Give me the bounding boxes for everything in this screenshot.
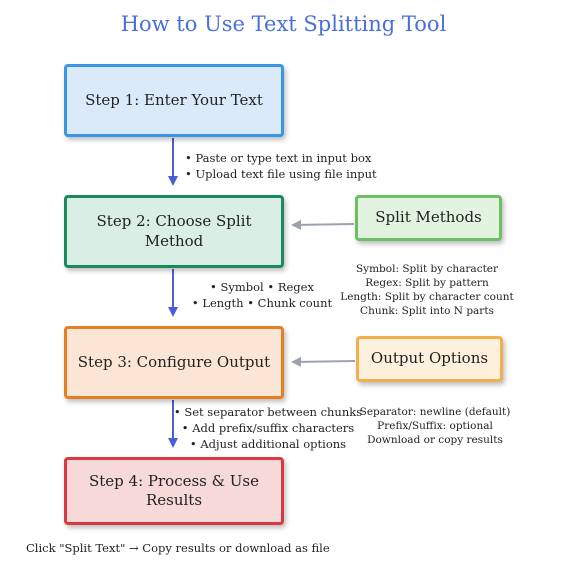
output-options-label: Output Options bbox=[370, 349, 489, 368]
output-options-box: Output Options bbox=[356, 336, 503, 382]
step1-note: • Upload text file using file input bbox=[185, 167, 377, 181]
step1-note: • Paste or type text in input box bbox=[185, 151, 372, 165]
split-methods-details: Symbol: Split by character Regex: Split … bbox=[337, 262, 517, 318]
step4-label: Step 4: Process & Use Results bbox=[89, 471, 259, 510]
step2-notes: • Symbol • Regex • Length • Chunk count bbox=[187, 279, 337, 311]
step4-box: Step 4: Process & Use Results bbox=[64, 457, 284, 525]
output-option-detail: Prefix/Suffix: optional bbox=[377, 420, 493, 432]
split-method-detail: Symbol: Split by character bbox=[355, 263, 499, 275]
split-methods-label: Split Methods bbox=[375, 208, 482, 227]
step2-label: Step 2: Choose Split Method bbox=[96, 212, 252, 250]
step3-note: • Adjust additional options bbox=[189, 437, 347, 451]
output-option-detail: Download or copy results bbox=[367, 434, 503, 446]
arrow-output-options-to-step3 bbox=[291, 356, 356, 367]
step3-box: Step 3: Configure Output bbox=[64, 326, 284, 399]
step1-notes: • Paste or type text in input box • Uplo… bbox=[185, 150, 377, 182]
footer-instruction: Click "Split Text" → Copy results or dow… bbox=[26, 541, 330, 555]
split-methods-box: Split Methods bbox=[355, 195, 502, 241]
split-method-detail: Chunk: Split into N parts bbox=[360, 305, 494, 317]
step2-box: Step 2: Choose Split Method bbox=[64, 195, 284, 268]
step3-note: • Add prefix/suffix characters bbox=[181, 421, 355, 435]
diagram-title: How to Use Text Splitting Tool bbox=[120, 12, 447, 36]
step2-note: • Symbol • Regex bbox=[210, 280, 314, 294]
output-option-detail: Separator: newline (default) bbox=[359, 406, 511, 418]
step1-box: Step 1: Enter Your Text bbox=[64, 64, 284, 137]
split-method-detail: Regex: Split by pattern bbox=[365, 277, 489, 289]
step3-label: Step 3: Configure Output bbox=[77, 352, 271, 371]
step3-notes: • Set separator between chunks • Add pre… bbox=[168, 404, 368, 452]
step2-note: • Length • Chunk count bbox=[191, 296, 333, 310]
step1-label: Step 1: Enter Your Text bbox=[85, 90, 263, 109]
split-method-detail: Length: Split by character count bbox=[340, 291, 514, 303]
step3-note: • Set separator between chunks bbox=[173, 405, 363, 419]
output-options-details: Separator: newline (default) Prefix/Suff… bbox=[350, 405, 520, 447]
arrow-split-methods-to-step2 bbox=[291, 219, 355, 230]
